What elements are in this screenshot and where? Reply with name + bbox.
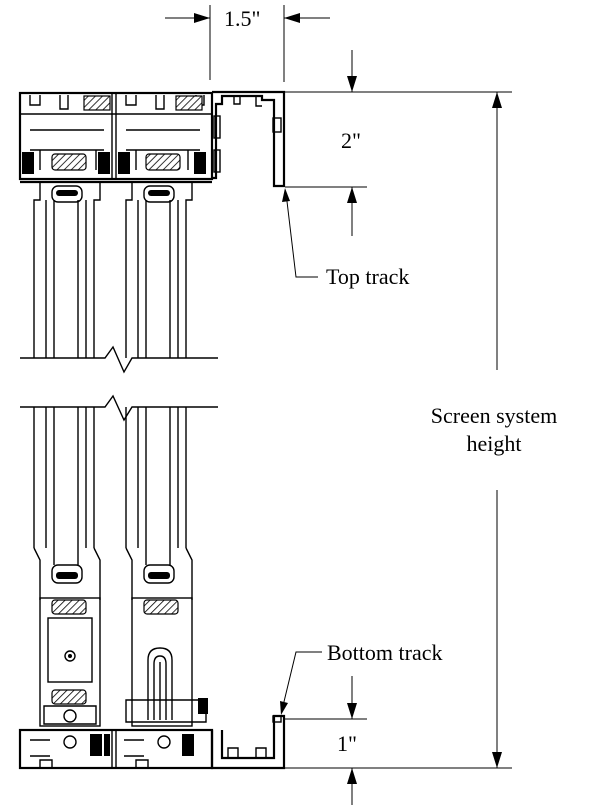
right-panel-lower <box>125 407 193 600</box>
top-width-label: 1.5" <box>224 6 261 31</box>
top-head-assembly <box>18 91 214 184</box>
bottom-sill-assembly <box>18 728 214 770</box>
bottom-track-profile <box>210 714 286 770</box>
top-height-label: 2" <box>341 128 361 153</box>
left-panel-upper <box>33 182 101 358</box>
left-bottom-rail <box>39 597 101 727</box>
break-line-lower <box>20 394 218 422</box>
dimension-top-width <box>165 5 330 82</box>
right-panel-upper <box>125 182 193 358</box>
screen-system-height-line2: height <box>466 430 522 456</box>
dimension-screen-height <box>492 92 502 768</box>
bottom-track-label: Bottom track <box>327 640 443 665</box>
bottom-track-leader <box>280 651 322 715</box>
top-track-profile <box>212 90 286 188</box>
screen-system-height-line1: Screen system <box>430 403 558 428</box>
right-bottom-rail <box>125 597 208 727</box>
left-panel-lower <box>33 407 101 600</box>
bottom-height-label: 1" <box>337 731 357 756</box>
dimension-bottom-height <box>285 676 512 805</box>
dimension-top-height <box>285 50 512 236</box>
screen-system-height-label: Screen system height <box>410 402 578 457</box>
top-track-leader <box>282 188 318 278</box>
top-track-label: Top track <box>326 264 410 289</box>
break-line-upper <box>20 345 218 374</box>
